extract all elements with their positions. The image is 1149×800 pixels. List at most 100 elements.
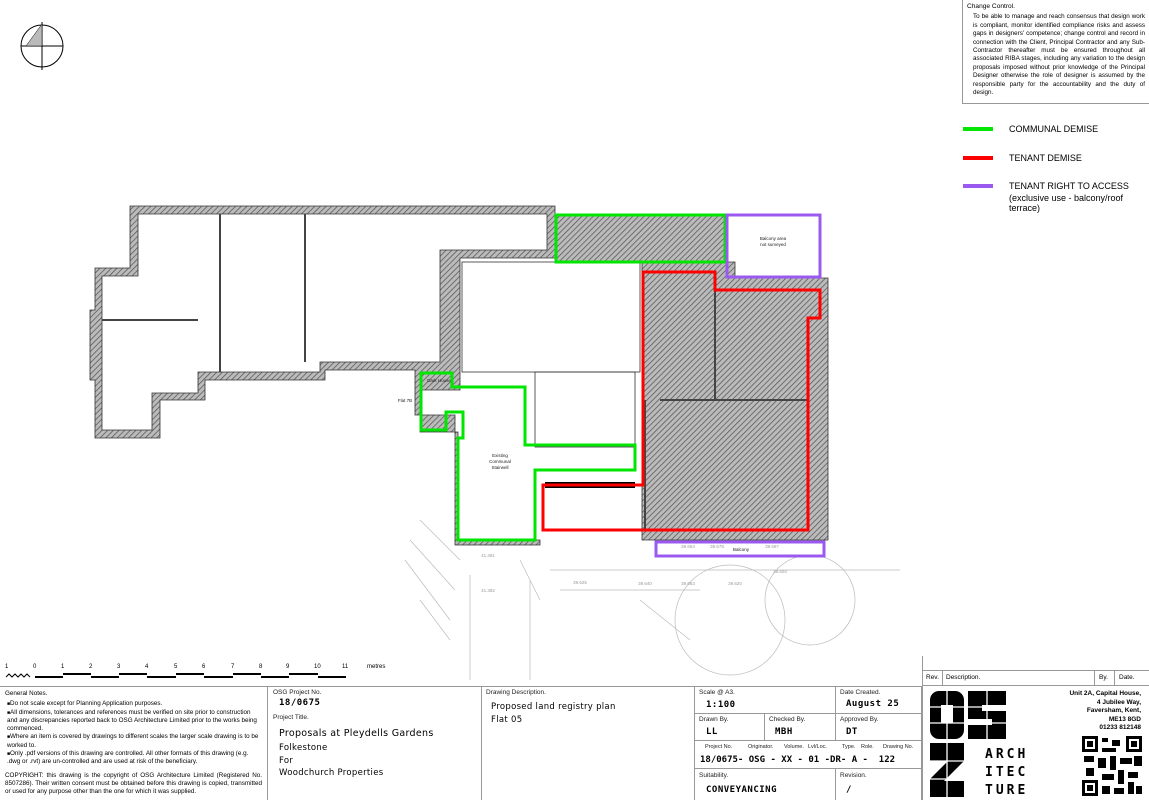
project-title-line: For bbox=[279, 756, 294, 766]
qr-code-icon[interactable] bbox=[1082, 736, 1142, 796]
level-label: 39.697 bbox=[765, 544, 779, 549]
scale-bar: 1 0 1 2 3 4 5 6 7 8 9 10 11 metres bbox=[5, 664, 385, 678]
level-label: 39.678 bbox=[710, 544, 724, 549]
project-title-label: Project Title. bbox=[273, 714, 309, 721]
legend-swatch-red bbox=[963, 156, 993, 160]
legend-swatch-purple bbox=[963, 184, 993, 188]
suitability-label: Suitability. bbox=[699, 772, 729, 779]
legend-label: TENANT DEMISE bbox=[1009, 153, 1082, 163]
scale-label: Scale @ A3. bbox=[699, 689, 735, 696]
scale-tick: 4 bbox=[145, 664, 149, 670]
rev-panel bbox=[922, 656, 1149, 800]
legend-tenant: TENANT DEMISE bbox=[963, 153, 1082, 163]
plan-label: Flat 7B bbox=[398, 398, 412, 403]
drawing-code-cell: Project No. Originator. Volume. Lvl/Loc.… bbox=[695, 741, 922, 769]
access-balcony-lower bbox=[654, 540, 826, 558]
company-address: Unit 2A, Capital House, 4 Jubilee Way, F… bbox=[1069, 690, 1141, 733]
address-line: Faversham, Kent, bbox=[1086, 707, 1141, 714]
approved-by-value: DT bbox=[846, 727, 858, 737]
revision-table-header: Rev. Description. By. Date. bbox=[922, 670, 1149, 686]
plan-label: not surveyed bbox=[760, 242, 786, 247]
scale-tick: 8 bbox=[259, 664, 263, 670]
code-label: Type. bbox=[842, 744, 856, 750]
osg-logo bbox=[930, 691, 1006, 797]
tenant-demise bbox=[541, 270, 822, 532]
project-cell: OSG Project No. 18/0675 Project Title. P… bbox=[268, 687, 482, 800]
rev-header: Rev. bbox=[926, 674, 939, 681]
suitability-cell: Suitability. CONVEYANCING bbox=[695, 769, 836, 800]
approved-by-cell: Approved By. DT bbox=[836, 714, 922, 741]
revision-value: / bbox=[846, 785, 852, 795]
level-label: 39.663 bbox=[681, 581, 695, 586]
date-value: August 25 bbox=[846, 699, 900, 709]
address-line: 01233 812148 bbox=[1099, 724, 1141, 731]
level-label: 39.654 bbox=[681, 544, 695, 549]
scale-tick: 7 bbox=[231, 664, 235, 670]
date-cell: Date Created. August 25 bbox=[836, 687, 922, 714]
project-title-line: Proposals at Pleydells Gardens bbox=[279, 728, 434, 739]
code-label: Role. bbox=[861, 744, 874, 750]
scale-tick: 10 bbox=[314, 664, 321, 670]
north-point-icon bbox=[20, 22, 64, 70]
note-item: Do not scale except for Planning Applica… bbox=[7, 700, 262, 708]
drawn-by-value: LL bbox=[706, 727, 718, 737]
copyright-note: COPYRIGHT: this drawing is the copyright… bbox=[5, 771, 262, 796]
code-label: Project No. bbox=[705, 744, 733, 750]
notes-title: General Notes. bbox=[5, 690, 48, 697]
legend-sublabel: (exclusive use - balcony/roof terrace) bbox=[1009, 193, 1124, 213]
address-line: ME13 8GD bbox=[1108, 715, 1141, 723]
level-label: 41.391 bbox=[481, 553, 495, 558]
logo-text: ITEC bbox=[985, 765, 1029, 780]
scale-tick: 0 bbox=[33, 664, 37, 670]
drawn-by-cell: Drawn By. LL bbox=[695, 714, 765, 741]
project-no: 18/0675 bbox=[279, 698, 321, 708]
address-line: 4 Jubilee Way, bbox=[1096, 698, 1141, 706]
legend-communal: COMMUNAL DEMISE bbox=[963, 124, 1098, 134]
scale-tick: 11 bbox=[342, 664, 349, 670]
scale-tick: 5 bbox=[174, 664, 178, 670]
plan-label: Balcony area bbox=[760, 236, 787, 241]
scale-unit: metres bbox=[367, 664, 385, 670]
level-label: 39.604 bbox=[773, 569, 787, 574]
title-block-divider bbox=[0, 686, 922, 687]
drawing-description-cell: Drawing Description. Proposed land regis… bbox=[482, 687, 695, 800]
checked-by-label: Checked By. bbox=[769, 716, 806, 723]
level-label: 39.640 bbox=[638, 581, 652, 586]
code-label: Drawing No. bbox=[883, 744, 914, 750]
scale-tick: 9 bbox=[286, 664, 290, 670]
checked-by-cell: Checked By. MBH bbox=[765, 714, 836, 741]
change-control-body: To be able to manage and reach consensus… bbox=[973, 13, 1145, 97]
revision-cell: Revision. / bbox=[836, 769, 922, 800]
code-label: Volume. bbox=[784, 744, 804, 750]
general-notes: General Notes. Do not scale except for P… bbox=[0, 687, 268, 800]
code-label: Originator. bbox=[748, 744, 774, 750]
scale-tick: 1 bbox=[61, 664, 65, 670]
plan-label: Stairwell bbox=[491, 465, 508, 470]
level-label: 39.625 bbox=[573, 580, 587, 585]
note-item: Only .pdf versions of this drawing are c… bbox=[7, 750, 262, 767]
change-control-title: Change Control. bbox=[967, 3, 1016, 10]
drawing-desc-line: Flat 05 bbox=[491, 715, 523, 725]
date-label: Date Created. bbox=[840, 689, 881, 696]
approved-by-label: Approved By. bbox=[840, 716, 879, 723]
address-line: Unit 2A, Capital House, bbox=[1069, 690, 1141, 697]
drawing-desc-label: Drawing Description. bbox=[486, 689, 546, 696]
project-title-line: Folkestone bbox=[279, 743, 328, 753]
project-no-label: OSG Project No. bbox=[273, 689, 322, 696]
note-item: Where an item is covered by drawings to … bbox=[7, 733, 262, 750]
level-label: 41.382 bbox=[481, 588, 495, 593]
scale-tick: 6 bbox=[202, 664, 206, 670]
legend-label: COMMUNAL DEMISE bbox=[1009, 124, 1099, 134]
plan-label: Existing bbox=[492, 453, 508, 458]
drawn-by-label: Drawn By. bbox=[699, 716, 729, 723]
change-control-note: Change Control. To be able to manage and… bbox=[962, 0, 1149, 104]
logo-wordmark: ARCH ITEC TURE bbox=[985, 746, 1028, 800]
scale-cell: Scale @ A3. 1:100 bbox=[695, 687, 836, 714]
code-label: Lvl/Loc. bbox=[808, 744, 827, 750]
access-balcony-upper bbox=[725, 213, 822, 279]
legend-label: TENANT RIGHT TO ACCESS bbox=[1009, 181, 1129, 191]
legend-access: TENANT RIGHT TO ACCESS (exclusive use - … bbox=[963, 181, 1149, 213]
scale-tick: 3 bbox=[117, 664, 121, 670]
scale-tick: 1 bbox=[5, 664, 9, 670]
description-header: Description. bbox=[946, 674, 981, 681]
